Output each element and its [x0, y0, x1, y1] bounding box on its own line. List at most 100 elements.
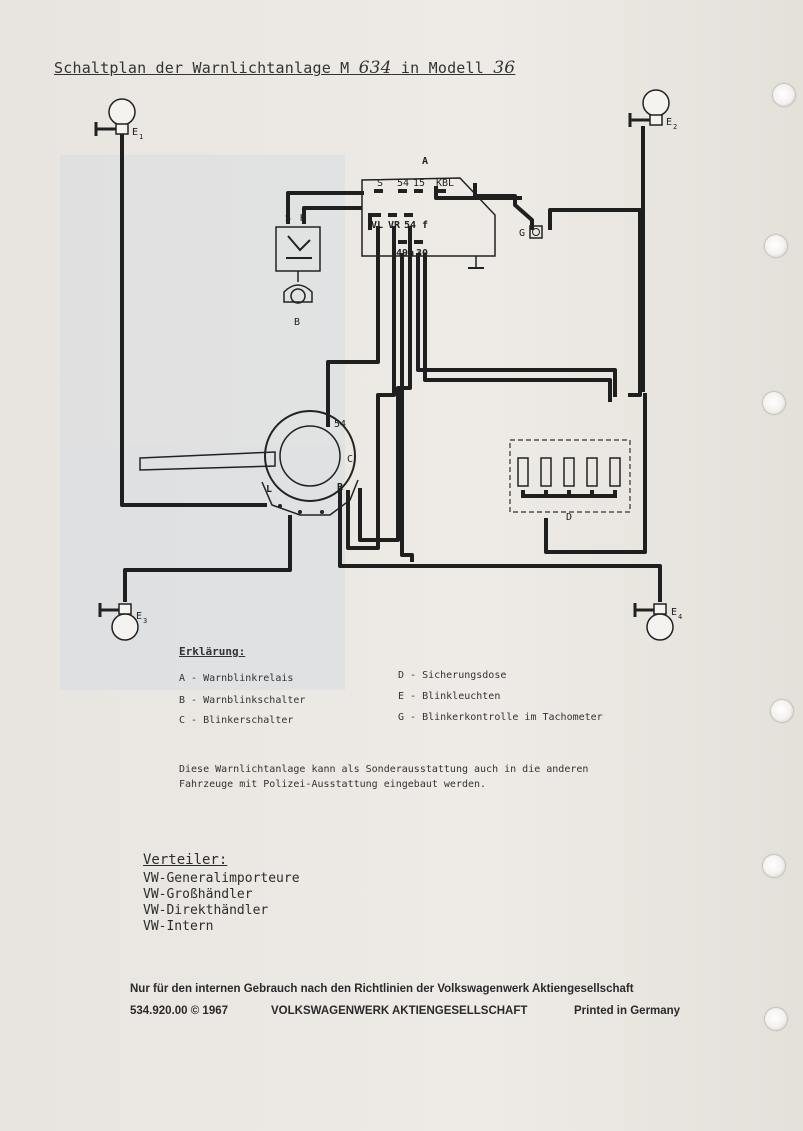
wire-indicator-to-e2	[548, 208, 642, 397]
switch-terminal-k: K	[300, 213, 306, 224]
fuse-box-d: D	[509, 439, 631, 523]
indicator-lamp	[529, 225, 543, 239]
legend-item-d: D - Sicherungsdose	[398, 670, 507, 681]
indicator-bulb	[532, 228, 540, 236]
blinker-outer-ring	[264, 410, 356, 502]
note-line-2: Fahrzeuge mit Polizei-Ausstattung eingeb…	[179, 779, 487, 790]
blinker-contact-plate	[261, 479, 359, 516]
fuse-2	[540, 457, 552, 487]
blinker-contact-3	[320, 510, 324, 514]
relay-terminal-30: 30	[416, 248, 428, 259]
wire-kbl-branch	[434, 186, 522, 200]
footer-company: VOLKSWAGENWERK AKTIENGESELLSCHAFT	[271, 1005, 528, 1017]
lamp-e2-letter: E	[666, 117, 672, 128]
lamp-e2-index: 2	[673, 123, 677, 131]
blinker-terminal-l: L	[266, 484, 272, 495]
switch-contact	[287, 235, 311, 252]
switch-label-b: B	[294, 317, 300, 328]
legend-heading: Erklärung:	[179, 645, 246, 658]
fuse-4	[586, 457, 598, 487]
page-title: Schaltplan der Warnlichtanlage M 634 in …	[54, 58, 515, 78]
wire-r-to-e4	[338, 488, 662, 602]
relay-pin-vr	[388, 213, 397, 217]
fuses	[517, 457, 621, 487]
relay-pin-s	[374, 189, 383, 193]
wire-fuse-loop	[544, 393, 647, 554]
legend-item-g: G - Blinkerkontrolle im Tachometer	[398, 712, 603, 723]
wire-kbl-to-indicator	[473, 183, 534, 230]
indicator-g: G	[519, 225, 543, 239]
wires	[120, 126, 662, 602]
show-through-block-lower	[60, 445, 345, 690]
blinker-lever	[139, 451, 276, 471]
distribution-heading: Verteiler:	[143, 852, 228, 868]
lamp-e4-socket	[653, 603, 667, 615]
relay-pin-54	[398, 189, 407, 193]
lamp-e3-bulb	[111, 613, 139, 641]
relay-label-a: A	[422, 156, 428, 167]
distribution-item-1: VW-Generalimporteure	[143, 871, 300, 886]
wire-e3-to-blinker	[123, 515, 292, 602]
footer-printed: Printed in Germany	[574, 1005, 681, 1017]
distribution-item-2: VW-Großhändler	[143, 887, 253, 902]
relay-terminal-s: S	[377, 178, 383, 189]
title-model: 36	[493, 58, 516, 78]
fuse-1	[517, 457, 529, 487]
punch-hole-6	[765, 1008, 787, 1030]
title-prefix: Schaltplan der Warnlichtanlage M	[54, 59, 350, 77]
relay-terminal-54: 54	[397, 178, 409, 189]
relay-pin-30	[414, 240, 423, 244]
legend-item-a: A - Warnblinkrelais	[179, 673, 294, 684]
footer-internal-use: Nur für den internen Gebrauch nach den R…	[130, 983, 634, 995]
relay-terminal-49a: 49a	[396, 248, 414, 259]
fuse-5	[609, 457, 621, 487]
punch-hole-1	[773, 84, 795, 106]
punch-hole-3	[763, 392, 785, 414]
lamp-e4-index: 4	[678, 613, 682, 621]
lamp-e3-letter: E	[136, 611, 142, 622]
fuse-box-label-d: D	[566, 512, 572, 523]
wire-30-to-fusebox	[416, 253, 617, 397]
lamp-e1-letter: E	[132, 127, 138, 138]
relay-terminal-vr: VR	[388, 220, 401, 231]
switch-terminal-s: S	[285, 213, 291, 224]
lamp-e1: E 1	[94, 98, 143, 141]
lamp-e2-socket	[649, 114, 663, 126]
switch-lamp-housing	[283, 284, 313, 303]
legend-item-e: E - Blinkleuchten	[398, 691, 501, 702]
legend-item-c: C - Blinkerschalter	[179, 715, 294, 726]
lamp-e3-socket	[118, 603, 132, 615]
indicator-label-g: G	[519, 228, 525, 239]
distribution-item-4: VW-Intern	[143, 919, 214, 934]
lamp-e4-letter: E	[671, 607, 677, 618]
punch-hole-5	[763, 855, 785, 877]
note-line-1: Diese Warnlichtanlage kann als Sonderaus…	[179, 764, 589, 775]
lamp-e2-bulb	[642, 89, 670, 117]
wire-switch-k-to-relay	[302, 206, 362, 224]
blinker-contact-1	[278, 504, 282, 508]
relay-pin-49a	[398, 240, 407, 244]
wire-switch-s-to-relay	[286, 191, 364, 224]
title-model-number: 634	[358, 58, 392, 78]
lamp-e4: E 4	[633, 603, 682, 641]
wire-30-branch	[423, 253, 612, 402]
warning-switch-b: S K B	[275, 213, 321, 328]
legend-item-b: B - Warnblinkschalter	[179, 695, 306, 706]
lamp-e2: E 2	[628, 89, 677, 131]
footer-document-code: 534.920.00 © 1967	[130, 1005, 229, 1017]
blinker-inner-ring	[279, 425, 341, 487]
lamp-e1-bulb	[108, 98, 136, 126]
relay-pin-15	[414, 189, 423, 193]
relay-terminal-15: 15	[413, 178, 425, 189]
switch-lamp-bulb	[290, 288, 306, 304]
relay-pin-kbl	[437, 189, 446, 193]
distribution-item-3: VW-Direkthändler	[143, 903, 269, 918]
blinker-contact-2	[298, 510, 302, 514]
blinker-switch-c: 54 C L R	[139, 410, 359, 516]
wire-vl-to-blinker	[326, 226, 380, 427]
blinker-label-c: C	[347, 454, 353, 465]
relay-pin-54f	[404, 213, 413, 217]
wire-49a	[400, 253, 414, 562]
blinker-terminal-54: 54	[334, 419, 346, 430]
